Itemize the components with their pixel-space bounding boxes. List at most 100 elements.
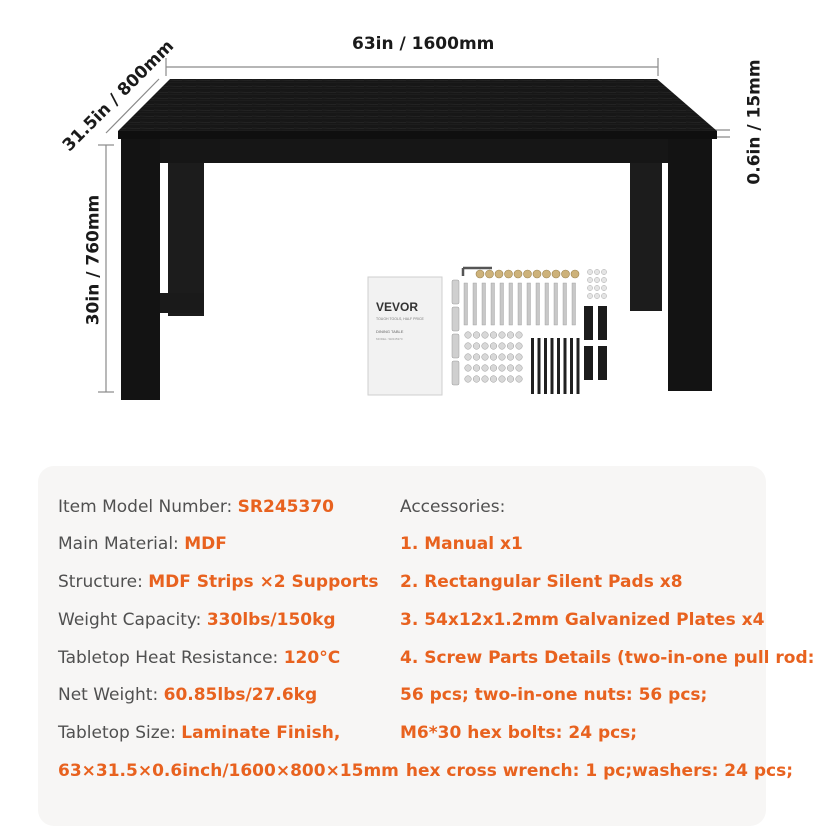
pull-rod bbox=[562, 282, 567, 326]
barrel-nut bbox=[498, 331, 506, 339]
hex-wrench bbox=[461, 266, 492, 276]
washer bbox=[594, 269, 600, 275]
spec-label: Item Model Number: bbox=[58, 497, 238, 517]
barrel-nut bbox=[515, 353, 523, 361]
accessory-line: hex cross wrench: 1 pc;washers: 24 pcs; bbox=[400, 761, 794, 781]
accessory-line: 4. Screw Parts Details (two-in-one pull … bbox=[400, 648, 814, 668]
galvanized-plate bbox=[451, 279, 460, 305]
washer bbox=[601, 285, 607, 291]
spec-label: Weight Capacity: bbox=[58, 610, 207, 630]
washer bbox=[587, 293, 593, 299]
product-illustration: VEVOR TOUGH TOOLS, HALF PRICE DINING TAB… bbox=[98, 58, 730, 400]
barrel-nut bbox=[506, 375, 515, 383]
galvanized-plate bbox=[451, 333, 460, 359]
barrel-nut bbox=[464, 342, 472, 350]
pull-rod bbox=[544, 282, 549, 326]
washer bbox=[594, 285, 600, 291]
spec-value: 60.85lbs/27.6kg bbox=[163, 685, 318, 705]
apron bbox=[160, 139, 668, 163]
spec-label: Structure: bbox=[58, 572, 149, 592]
product-infographic: VEVOR TOUGH TOOLS, HALF PRICE DINING TAB… bbox=[58, 34, 814, 781]
spec-label: Tabletop Size: bbox=[58, 723, 182, 743]
height-dimension-line bbox=[98, 144, 114, 393]
brass-washer bbox=[475, 269, 485, 279]
side-support-left bbox=[160, 293, 204, 313]
brass-washer bbox=[532, 269, 542, 279]
manual-brand-text: VEVOR bbox=[376, 300, 418, 314]
silent-pad bbox=[598, 306, 607, 340]
spec-value: SR245370 bbox=[237, 497, 334, 517]
height-dimension-label: 30in / 760mm bbox=[83, 194, 104, 326]
hex-bolt bbox=[557, 338, 560, 394]
pull-rods bbox=[463, 282, 576, 326]
washer bbox=[594, 293, 600, 299]
washer bbox=[587, 277, 593, 283]
spec-value: Laminate Finish, bbox=[181, 723, 341, 743]
hex-bolt bbox=[550, 338, 554, 394]
accessory-line: 3. 54x12x1.2mm Galvanized Plates x4 bbox=[400, 610, 765, 630]
tabletop bbox=[118, 79, 717, 131]
pull-rod bbox=[526, 282, 531, 326]
back-leg-right bbox=[630, 163, 662, 311]
manual-booklet: VEVOR TOUGH TOOLS, HALF PRICE DINING TAB… bbox=[367, 276, 443, 396]
spec-value: 330lbs/150kg bbox=[206, 610, 336, 630]
silent-pad bbox=[598, 346, 607, 380]
pull-rod bbox=[508, 282, 513, 326]
barrel-nut bbox=[464, 353, 472, 361]
barrel-nut bbox=[498, 342, 506, 350]
barrel-nut bbox=[489, 342, 498, 350]
manual-title-text: DINING TABLE bbox=[376, 329, 404, 334]
barrel-nuts bbox=[464, 331, 523, 383]
barrel-nut bbox=[481, 353, 489, 361]
brass-washer bbox=[570, 269, 580, 279]
pull-rod bbox=[553, 282, 558, 326]
spec-value: 120°C bbox=[283, 648, 341, 668]
spec-value: MDF Strips ×2 Supports bbox=[148, 572, 379, 592]
pull-rod bbox=[535, 282, 540, 326]
spec-row-tabletop-size-detail: 63×31.5×0.6inch/1600×800×15mm bbox=[58, 761, 399, 781]
spec-label: Tabletop Heat Resistance: bbox=[58, 648, 284, 668]
barrel-nut bbox=[515, 364, 523, 372]
dining-table bbox=[118, 79, 717, 400]
hex-bolts bbox=[531, 338, 580, 394]
washers bbox=[587, 269, 607, 299]
hex-bolt bbox=[544, 338, 547, 394]
barrel-nut bbox=[472, 364, 481, 372]
accessory-line: M6*30 hex bolts: 24 pcs; bbox=[400, 723, 638, 743]
spec-row-material: Main Material: MDF bbox=[58, 534, 227, 554]
barrel-nut bbox=[481, 331, 489, 339]
barrel-nut bbox=[506, 353, 515, 361]
washer bbox=[587, 285, 593, 291]
width-dimension-line bbox=[165, 58, 659, 76]
brass-washer bbox=[523, 269, 532, 279]
barrel-nut bbox=[515, 375, 523, 383]
accessory-line: 1. Manual x1 bbox=[400, 534, 523, 554]
washer bbox=[601, 269, 607, 275]
galvanized-plates bbox=[451, 279, 460, 386]
barrel-nut bbox=[515, 342, 523, 350]
pull-rod bbox=[499, 282, 504, 326]
hardware-kit bbox=[451, 266, 612, 395]
pull-rod bbox=[571, 282, 576, 326]
brass-washers bbox=[475, 269, 580, 279]
barrel-nut bbox=[472, 375, 481, 383]
barrel-nut bbox=[506, 331, 515, 339]
barrel-nut bbox=[464, 331, 472, 339]
manual-model-text: MODEL: SR245370 bbox=[376, 337, 403, 341]
barrel-nut bbox=[464, 375, 472, 383]
barrel-nut bbox=[498, 353, 506, 361]
spec-row-weight-capacity: Weight Capacity: 330lbs/150kg bbox=[58, 610, 336, 630]
silent-pad bbox=[584, 346, 593, 380]
pull-rod bbox=[517, 282, 522, 326]
barrel-nut bbox=[472, 353, 481, 361]
hex-bolt bbox=[563, 338, 567, 394]
barrel-nut bbox=[472, 331, 481, 339]
brass-washer bbox=[485, 269, 494, 279]
accessory-line: 2. Rectangular Silent Pads x8 bbox=[400, 572, 683, 592]
hex-bolt bbox=[537, 338, 541, 394]
washer bbox=[601, 277, 607, 283]
washer bbox=[601, 293, 607, 299]
width-dimension-label: 63in / 1600mm bbox=[352, 34, 495, 54]
pull-rod bbox=[472, 282, 477, 326]
barrel-nut bbox=[515, 331, 523, 339]
